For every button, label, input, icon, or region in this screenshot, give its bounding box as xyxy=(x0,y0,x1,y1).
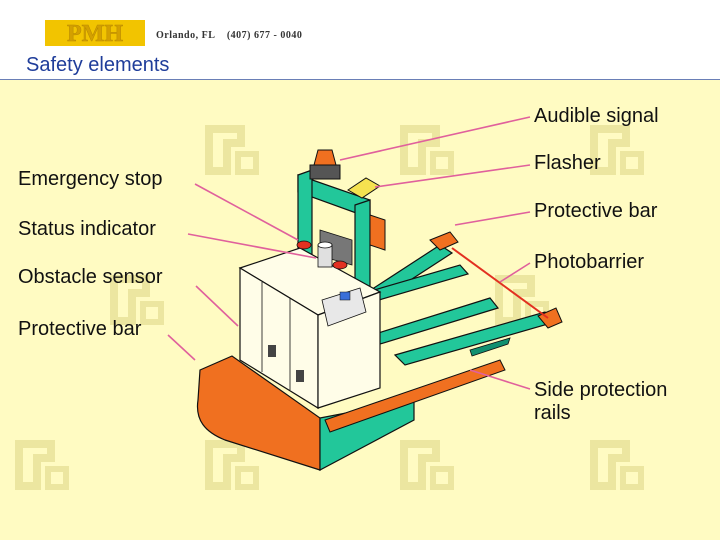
leader-status-indicator xyxy=(187,233,317,259)
leader-photobarrier xyxy=(499,262,531,283)
audible-signal-beacon xyxy=(309,149,341,180)
label-status-indicator: Status indicator xyxy=(18,218,156,240)
page-title: Safety elements xyxy=(26,54,170,76)
label-emergency-stop: Emergency stop xyxy=(18,168,163,190)
photobarrier-beam xyxy=(451,247,549,319)
logo-text: PMH xyxy=(67,21,123,46)
label-protective-bar-left: Protective bar xyxy=(18,318,142,340)
emergency-stop-button xyxy=(296,240,348,270)
side-protection-rail xyxy=(324,359,506,433)
label-protective-bar-right: Protective bar xyxy=(534,200,658,222)
label-audible-signal: Audible signal xyxy=(534,105,659,127)
label-obstacle-sensor: Obstacle sensor xyxy=(18,266,163,288)
label-photobarrier: Photobarrier xyxy=(534,251,645,273)
label-flasher: Flasher xyxy=(534,152,601,174)
leader-flasher xyxy=(374,164,531,188)
leader-audible-signal xyxy=(339,116,531,161)
fork-right-front xyxy=(393,307,563,366)
header-bar: PMH Orlando, FL (407) 677 - 0040 Safety … xyxy=(0,0,720,80)
leader-protective-bar-left xyxy=(167,334,196,361)
status-indicator-lamp xyxy=(317,241,333,268)
vehicle-body xyxy=(238,247,382,410)
leader-protective-bar-right xyxy=(454,211,531,226)
leader-emergency-stop xyxy=(194,183,299,241)
contact-info: Orlando, FL (407) 677 - 0040 xyxy=(156,30,303,41)
title-divider xyxy=(0,79,720,80)
leader-obstacle-sensor xyxy=(195,285,239,327)
label-side-protection-line2: rails xyxy=(534,402,571,424)
label-side-protection-line1: Side protection xyxy=(534,379,668,401)
pmh-logo: PMH xyxy=(45,20,145,46)
leader-side-protection xyxy=(469,369,531,390)
